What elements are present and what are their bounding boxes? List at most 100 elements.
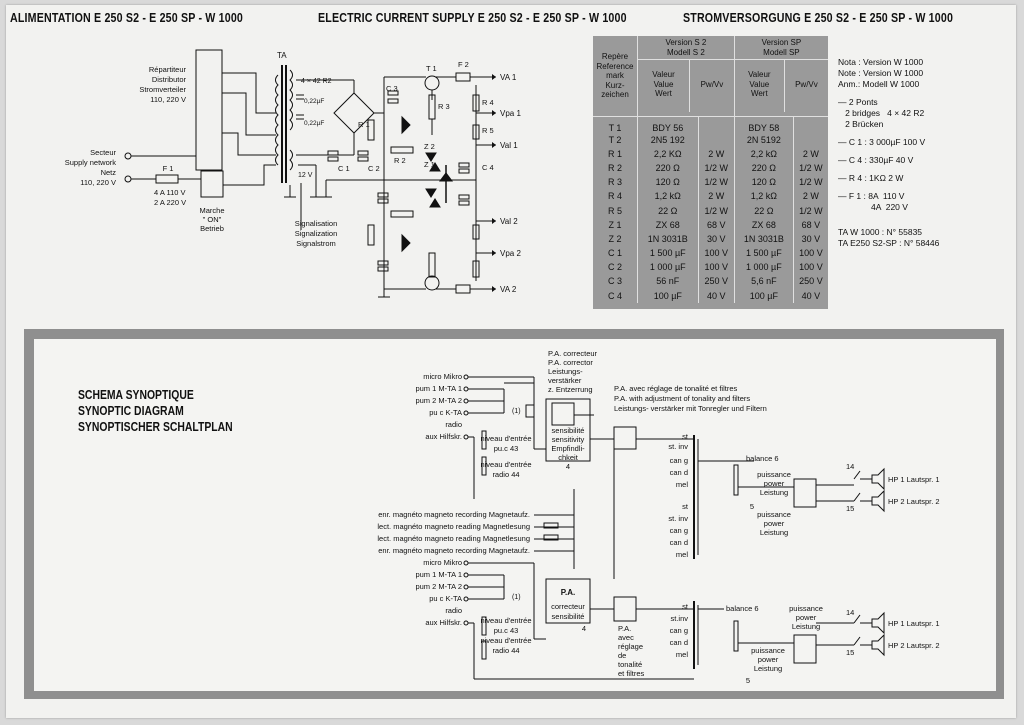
header-sp-de: Modell SP	[763, 47, 800, 57]
niveau-puc-bottom-num: pu.c 43	[494, 626, 519, 635]
parts-cell-ref: T 2	[593, 132, 638, 147]
speaker-hp1-top: HP 1 Lautspr. 1	[888, 475, 940, 484]
pa-corrector-fr: P.A. correcteur	[548, 349, 598, 358]
resistor-r5-top-icon	[472, 124, 480, 140]
switch-14-bottom: 14	[846, 608, 854, 617]
input-puc-top: pu c K-TA	[429, 408, 462, 417]
label-z2: Z 2	[424, 142, 435, 151]
label-c3: C 3	[386, 84, 398, 93]
power-bottom-r-fr: puissance	[789, 604, 823, 613]
parts-cell-p1: 1/2 W	[698, 160, 735, 176]
parts-cell-ref: Z 1	[593, 217, 638, 232]
parts-cell-v2: 2,2 kΩ	[734, 146, 794, 161]
resistor-r4-top-icon	[472, 94, 480, 112]
on-switch-label-de: Betrieb	[200, 224, 224, 233]
output-va1: VA 1	[500, 73, 517, 82]
resistor-r1-top-icon	[367, 119, 375, 141]
on-switch-label-en: " ON"	[203, 215, 222, 224]
parts-cell-p1: 68 V	[698, 217, 735, 232]
pa-tone-bottom-5: tonalité	[618, 660, 642, 669]
pa-tone-bottom-1: P.A.	[618, 624, 631, 633]
note-item: — C 1 : 3 000µF 100 V	[838, 137, 926, 147]
parts-cell-ref: C 4	[593, 288, 638, 303]
schematic-page: ALIMENTATION E 250 S2 - E 250 SP - W 100…	[6, 5, 1016, 718]
tape-record-2: enr. magnéto magneto recording Magnetauf…	[378, 546, 530, 555]
input-pum2-top: pum 2 M-TA 2	[415, 396, 462, 405]
niveau-puc-bottom-label: niveau d'entrée	[480, 616, 531, 625]
note-item: 4A 220 V	[838, 202, 908, 212]
speaker-hp2-bottom: HP 2 Lautspr. 2	[888, 641, 940, 650]
pa-block-label: P.A.	[561, 588, 576, 597]
parts-cell-v2: 2N 5192	[734, 132, 794, 147]
sel-top-cand: can d	[670, 468, 688, 477]
pa-bottom-corrector: correcteur	[551, 602, 585, 611]
switch-15-top: 15	[846, 504, 854, 513]
transformer-label: TA	[277, 51, 287, 60]
speaker-hp2-bottom-icon	[871, 633, 885, 657]
fuse-rating-220: 2 A 220 V	[154, 198, 186, 207]
resistor-r2-bottom-icon	[390, 210, 414, 218]
pa-tone-bottom-3: réglage	[618, 642, 643, 651]
switch-1-bottom: (1)	[512, 594, 521, 601]
transistor-t1-icon	[424, 75, 440, 91]
parts-cell-p1: 100 V	[698, 260, 735, 275]
transformer-primary-icon	[275, 74, 279, 166]
header-ref-de2: zeichen	[601, 90, 629, 99]
sel-top-stinv: st. inv	[668, 442, 688, 451]
note-item: 2 Brücken	[838, 119, 884, 129]
distributor-label-de: Stromverteiler	[139, 85, 186, 94]
transistor-t2-bottom-icon	[401, 233, 411, 253]
parts-cell-p2: 100 V	[799, 262, 823, 273]
title-german: STROMVERSORGUNG E 250 S2 - E 250 SP - W …	[683, 10, 954, 25]
mains-terminal-icon	[124, 152, 132, 160]
parts-cell-ref: R 3	[593, 175, 638, 190]
header-s2-fr: Version S 2	[665, 38, 707, 47]
resistor-r3-bottom-icon	[428, 252, 436, 278]
note-line-en: Note : Version W 1000	[838, 68, 924, 78]
serial-ta-e250: TA E250 S2-SP : N° 58446	[838, 238, 940, 248]
parts-cell-v1: 120 Ω	[637, 175, 699, 190]
input-micro-bottom: micro Mikro	[423, 558, 462, 567]
fuse-f2-top-icon	[455, 72, 471, 82]
parts-cell-v2: 5,6 nF	[734, 274, 794, 289]
parts-cell-v2: 120 Ω	[734, 175, 794, 190]
balance-top: balance 6	[746, 454, 779, 463]
parts-cell-p1: 40 V	[698, 288, 735, 303]
parts-cell-p2: 250 V	[799, 276, 823, 287]
parts-cell-p1	[698, 132, 735, 147]
fuse-rating-110: 4 A 110 V	[154, 188, 186, 197]
sens-top-en: sensitivity	[552, 435, 585, 444]
notes-panel: Nota : Version W 1000 Note : Version W 1…	[838, 57, 939, 249]
parts-cell-v1: 220 Ω	[637, 160, 699, 176]
parts-cell-v1: 2,2 KΩ	[637, 146, 699, 161]
pa-bottom-num: 4	[582, 624, 586, 633]
parts-cell-v1: 1,2 kΩ	[637, 189, 699, 204]
fuse-f1-label: F 1	[163, 164, 174, 173]
sel-bot-cand: can d	[670, 638, 688, 647]
header-ref: Repère Reference mark Kurz- zeichen	[593, 36, 638, 117]
sel-top-mel: mel	[676, 480, 688, 489]
parts-cell-v2: 1,2 kΩ	[734, 189, 794, 204]
power-mid-de: Leistung	[760, 528, 788, 537]
parts-cell-v2: 1 000 µF	[734, 260, 794, 275]
power-mid-en: power	[764, 519, 785, 528]
parts-table: Repère Reference mark Kurz- zeichen Vers…	[593, 36, 828, 309]
output-vpa2: Vpa 2	[500, 249, 521, 258]
parts-cell-p1: 2 W	[698, 146, 735, 161]
parts-cell-ref: R 2	[593, 160, 638, 176]
parts-cell-ref: C 3	[593, 274, 638, 289]
title-english: ELECTRIC CURRENT SUPPLY E 250 S2 - E 250…	[318, 10, 627, 25]
parts-cell-p1: 250 V	[698, 274, 735, 289]
parts-cell-p1: 30 V	[698, 231, 735, 246]
sens-top-de2: chkeit	[558, 453, 579, 462]
speaker-hp2-top: HP 2 Lautspr. 2	[888, 497, 940, 506]
label-c4: C 4	[482, 163, 494, 172]
